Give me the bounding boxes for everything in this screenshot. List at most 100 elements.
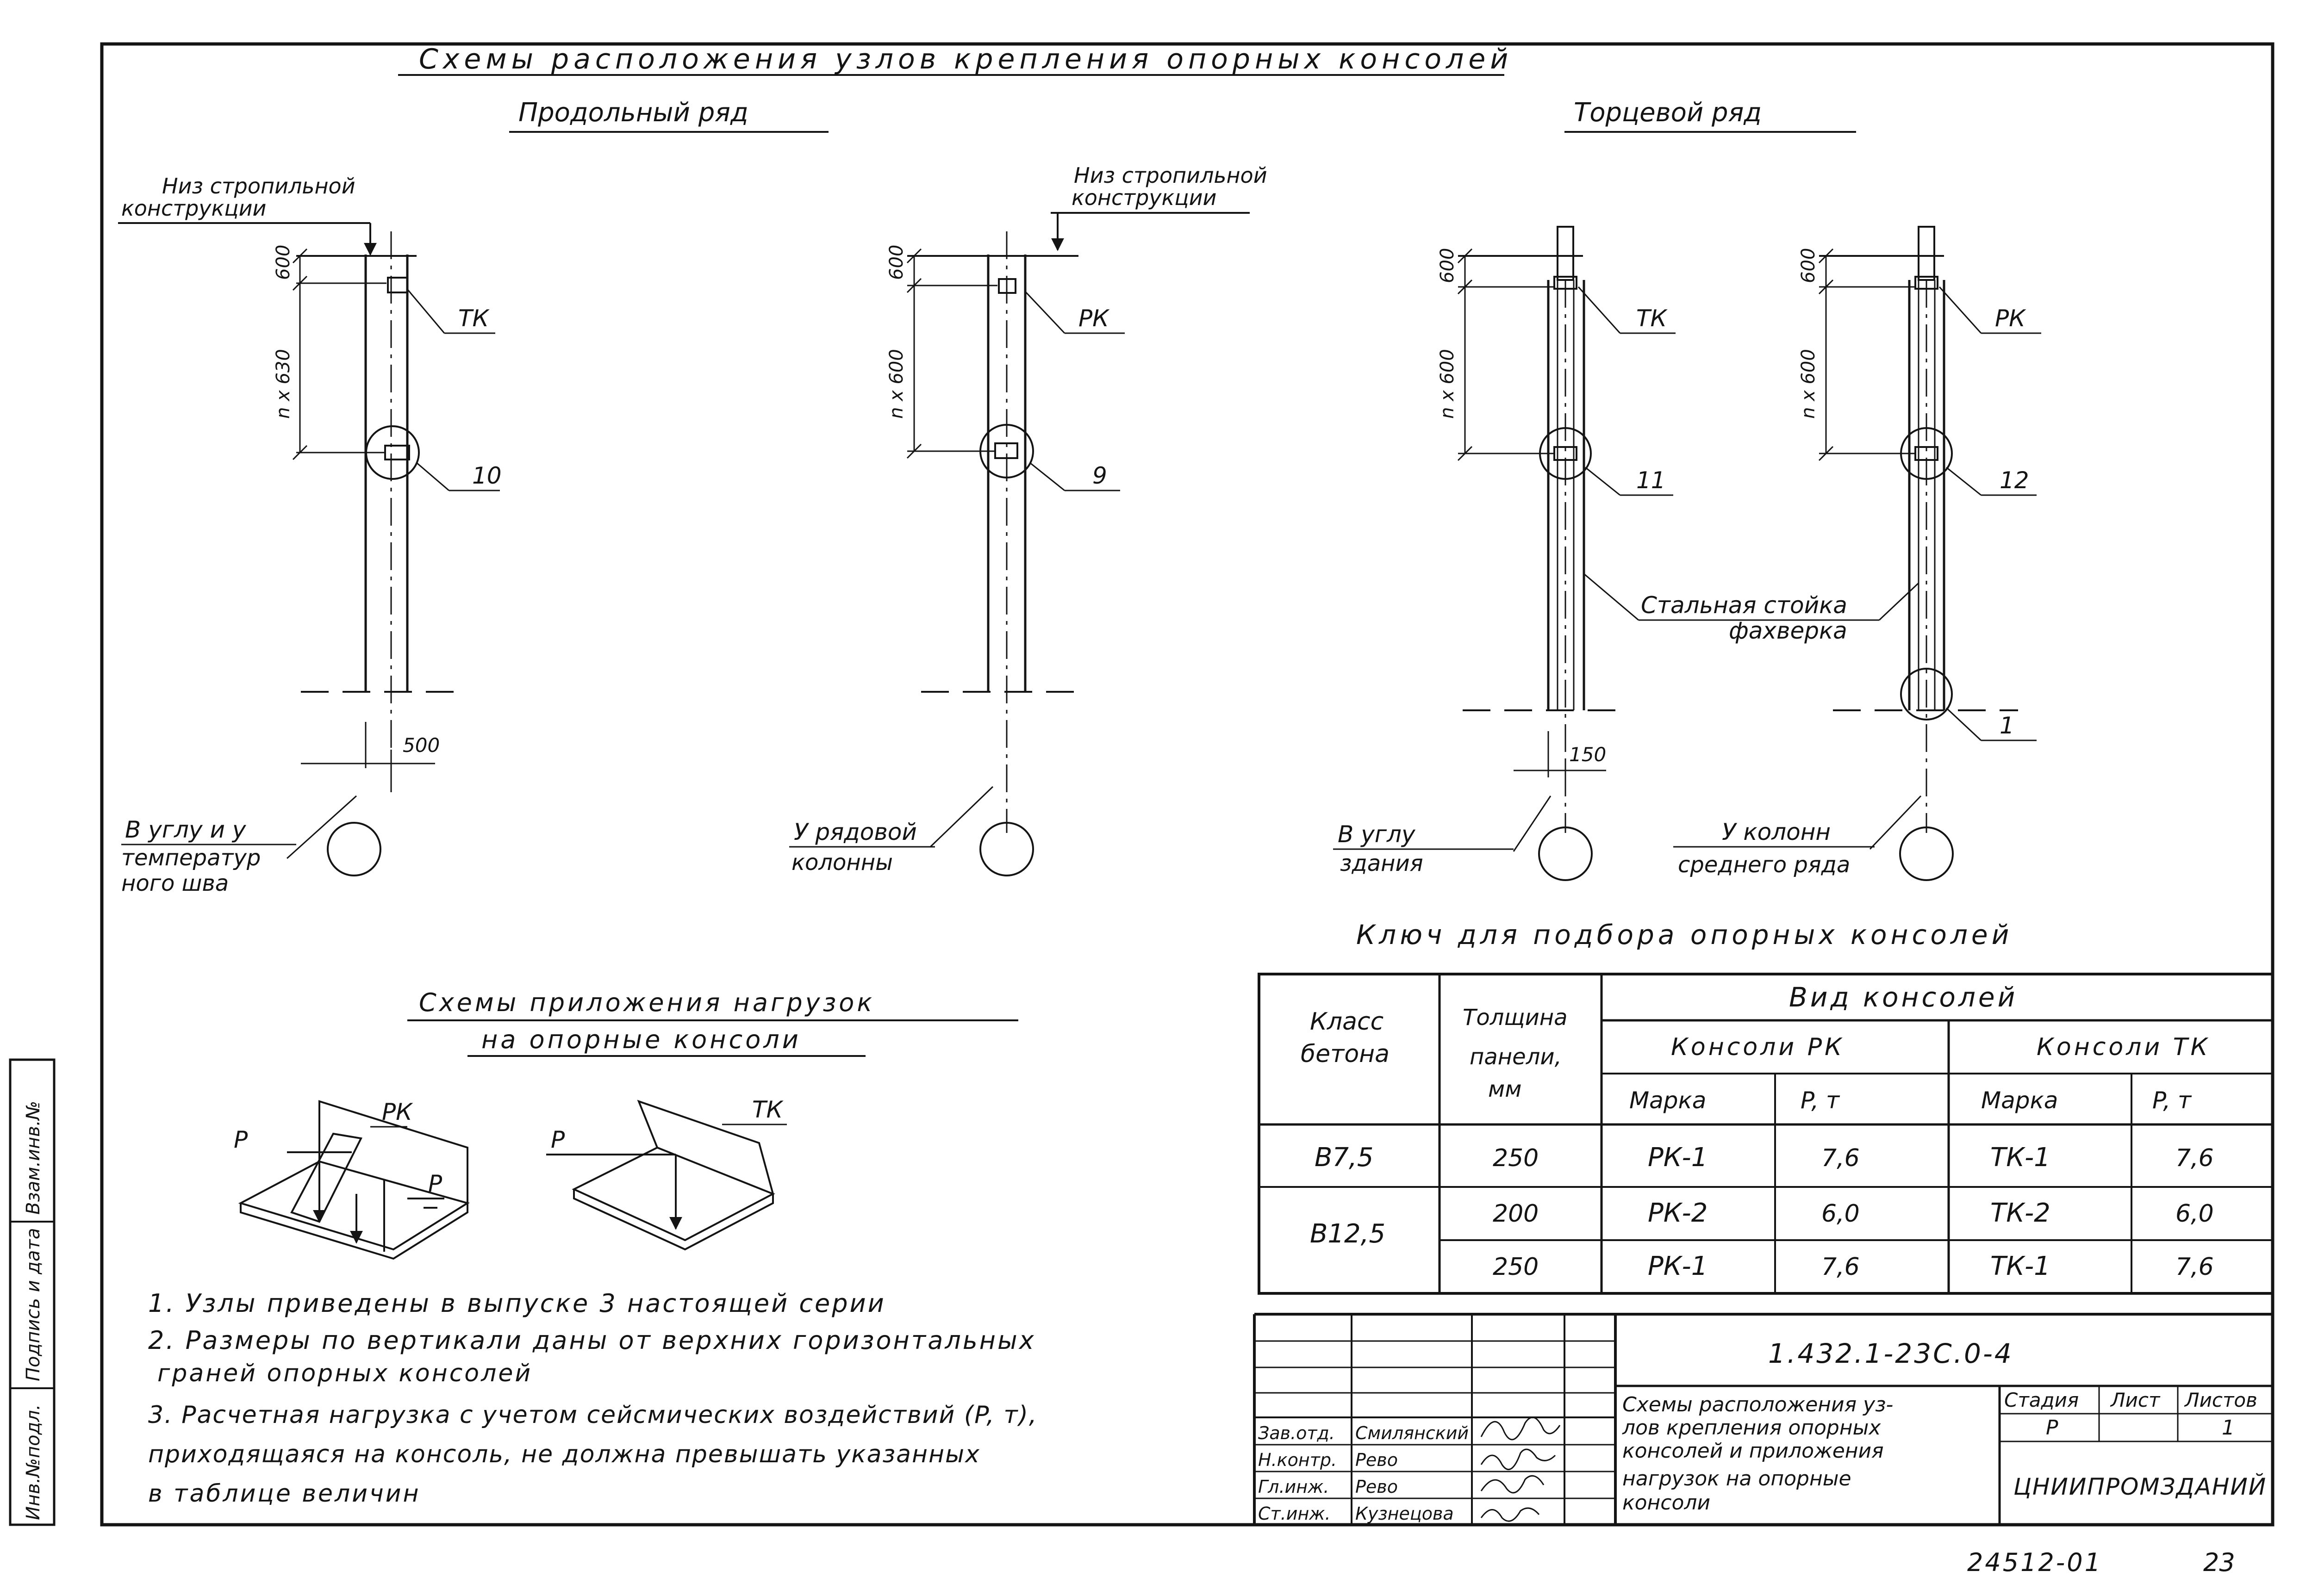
svg-text:фахверка: фахверка <box>1729 617 1847 644</box>
column-scheme-end-middle: 600 n x 600 РК 12 1 У колонн среднего ря… <box>1673 226 2041 881</box>
dim-top: 600 <box>273 245 294 280</box>
desc-4: нагрузок на опорные <box>1622 1467 1851 1490</box>
signature-scribble <box>1480 1507 1540 1522</box>
node-ref: 9 <box>1092 462 1107 489</box>
dim-mid: n x 630 <box>273 349 294 419</box>
longitudinal-heading: Продольный ряд <box>518 98 748 128</box>
tk-header: Консоли ТК <box>2037 1033 2210 1061</box>
cell-rk-mark: РК-1 <box>1648 1251 1708 1281</box>
caption-2: здания <box>1340 851 1423 876</box>
caption-2: среднего ряда <box>1678 852 1850 878</box>
tag-tk: ТК <box>1636 305 1668 332</box>
key-table-heading: Ключ для подбора опорных консолей <box>1356 919 2013 950</box>
cell-rk-p: 7,6 <box>1821 1144 1860 1172</box>
cell-rk-mark: РК-1 <box>1648 1143 1708 1173</box>
rk-bracket-sketch: P P РК <box>234 1099 470 1260</box>
cell-tk-p: 7,6 <box>2175 1144 2214 1172</box>
desc-5: консоли <box>1622 1491 1710 1515</box>
cell-tk-mark: ТК-1 <box>1990 1251 2050 1281</box>
loads-heading-2: на опорные консоли <box>481 1025 801 1054</box>
rk-mark-header: Марка <box>1629 1087 1706 1114</box>
cell-rk-mark: РК-2 <box>1648 1198 1708 1228</box>
strip-signature-date: Подпись и дата <box>23 1228 44 1381</box>
cell-class: В7,5 <box>1315 1143 1373 1173</box>
signature-scribble <box>1480 1448 1556 1471</box>
caption-2: температур <box>121 845 261 871</box>
loads-heading-1: Схемы приложения нагрузок <box>419 988 875 1017</box>
desc-3: консолей и приложения <box>1622 1439 1884 1463</box>
cell-thick: 200 <box>1493 1200 1539 1228</box>
caption-2: колонны <box>791 850 893 876</box>
node-ref: 12 <box>2000 467 2029 494</box>
stage-label: Стадия <box>2004 1389 2079 1411</box>
dim-top: 600 <box>886 245 907 280</box>
desc-1: Схемы расположения уз- <box>1622 1393 1893 1416</box>
cell-tk-mark: ТК-1 <box>1990 1143 2050 1173</box>
col-class-1: Класс <box>1310 1008 1383 1036</box>
column-scheme-corner: Низ стропильной конструкции 600 n x 630 … <box>118 174 502 896</box>
sheets-value: 1 <box>2222 1416 2235 1440</box>
tk-p-header: P, т <box>2152 1087 2192 1114</box>
caption-1: В углу и у <box>125 816 247 843</box>
archive-number: 24512-01 <box>1967 1548 2102 1577</box>
col-thick-3: мм <box>1488 1076 1521 1102</box>
top-note-2: конструкции <box>121 196 266 221</box>
stage-value: Р <box>2046 1416 2058 1440</box>
cell-tk-p: 7,6 <box>2175 1253 2214 1281</box>
dim-mid: n x 600 <box>1437 349 1458 419</box>
tag-rk: РК <box>1995 305 2026 332</box>
rk-p-header: P, т <box>1801 1087 1840 1114</box>
caption-1: У рядовой <box>794 819 917 845</box>
role-2: Н.контр. <box>1258 1450 1337 1470</box>
name-3: Рево <box>1355 1477 1398 1497</box>
p-label: P <box>551 1126 565 1153</box>
caption-1: В углу <box>1338 821 1416 848</box>
sheet-frame <box>100 42 2275 1527</box>
key-table: Ключ для подбора опорных консолей Класс … <box>1258 919 2274 1295</box>
name-1: Смилянский <box>1355 1423 1469 1443</box>
tk-mark-header: Марка <box>1981 1087 2058 1114</box>
sheet-label: Лист <box>2110 1389 2161 1411</box>
node-bottom-ref: 1 <box>2000 712 2014 739</box>
load-schemes: Схемы приложения нагрузок на опорные кон… <box>234 988 1018 1260</box>
dim-mid: n x 600 <box>1798 349 1819 419</box>
role-3: Гл.инж. <box>1258 1477 1329 1497</box>
dim-bottom: 150 <box>1569 743 1606 766</box>
cell-rk-p: 6,0 <box>1821 1200 1860 1228</box>
role-1: Зав.отд. <box>1258 1423 1335 1443</box>
signature-scribble <box>1480 1416 1561 1441</box>
note-3c: в таблице величин <box>148 1480 421 1508</box>
caption-3: ного шва <box>121 870 229 896</box>
col-class-2: бетона <box>1301 1040 1390 1068</box>
cell-thick: 250 <box>1493 1253 1539 1281</box>
node-ref: 10 <box>472 462 502 489</box>
desc-2: лов крепления опорных <box>1622 1416 1881 1440</box>
name-2: Рево <box>1355 1450 1398 1470</box>
name-4: Кузнецова <box>1355 1503 1454 1524</box>
cell-tk-mark: ТК-2 <box>1990 1198 2050 1228</box>
tk-bracket-sketch: P ТК <box>546 1096 787 1251</box>
p-label: P <box>234 1126 248 1153</box>
strip-inv-no: Инв.№подл. <box>23 1404 44 1520</box>
org-name: ЦНИИПРОМЗДАНИЙ <box>2013 1473 2267 1500</box>
cell-tk-p: 6,0 <box>2175 1200 2214 1228</box>
top-note-1: Низ стропильной <box>1074 163 1267 188</box>
dim-bottom: 500 <box>403 734 440 757</box>
side-strip: Инв.№подл. Подпись и дата Взам.инв.№ <box>9 1058 56 1526</box>
note-1: 1. Узлы приведены в выпуске 3 настоящей … <box>148 1289 886 1318</box>
steel-stand-label: Стальная стойка фахверка <box>1583 573 1919 644</box>
note-2: 2. Размеры по вертикали даны от верхних … <box>148 1326 1036 1355</box>
tag-rk: РК <box>1078 305 1110 332</box>
note-3: 3. Расчетная нагрузка с учетом сейсмичес… <box>148 1401 1037 1429</box>
column-scheme-row: Низ стропильной конструкции 600 n x 600 … <box>789 163 1267 876</box>
cell-class: В12,5 <box>1310 1219 1385 1249</box>
cell-rk-p: 7,6 <box>1821 1253 1860 1281</box>
signature-scribble <box>1480 1475 1545 1494</box>
p-label: P <box>428 1170 442 1197</box>
sheets-label: Листов <box>2184 1389 2257 1411</box>
strip-replace-inv: Взам.инв.№ <box>23 1101 44 1215</box>
end-row-heading: Торцевой ряд <box>1574 98 1762 128</box>
tag-tk: ТК <box>458 305 490 332</box>
